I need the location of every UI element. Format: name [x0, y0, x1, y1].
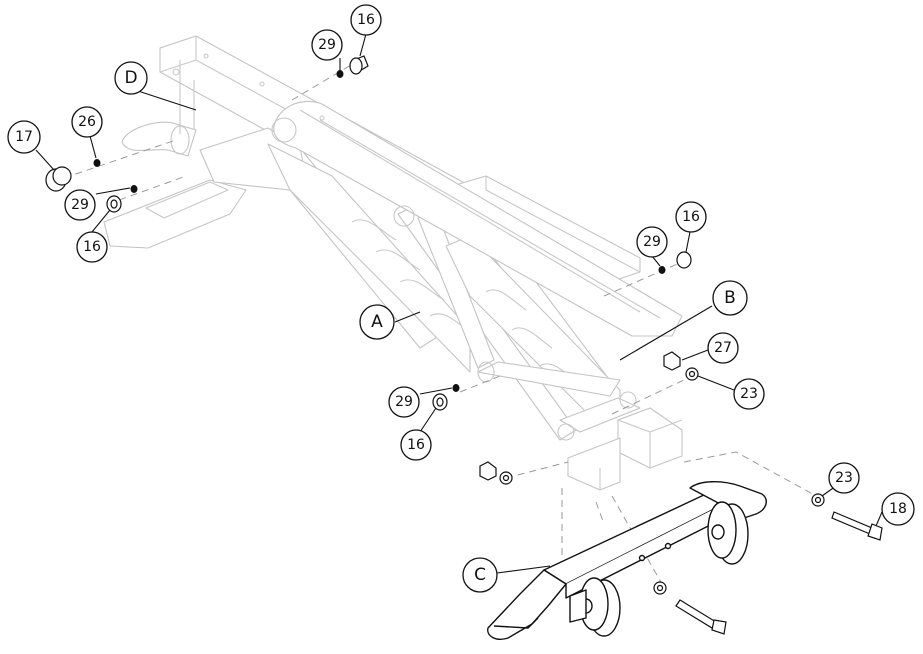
callout-26: 26 — [71, 106, 103, 138]
callout-16-left-text: 16 — [83, 239, 101, 255]
callout-29-mid-text: 29 — [395, 394, 413, 410]
assembly-label-c-text: C — [474, 565, 486, 585]
callout-26-text: 26 — [78, 114, 96, 130]
hardware-items — [45, 55, 883, 635]
assembly-label-a: A — [359, 304, 395, 340]
assembly-label-c: C — [462, 557, 498, 593]
callout-29-top-text: 29 — [318, 37, 336, 53]
callout-17: 17 — [7, 120, 41, 154]
callout-16-right-text: 16 — [682, 209, 700, 225]
caster-assembly-c — [487, 481, 767, 640]
callout-18: 18 — [881, 492, 915, 526]
callout-23-right: 23 — [828, 462, 860, 494]
callout-29-mid: 29 — [388, 386, 420, 418]
callout-23-mid-text: 23 — [740, 386, 758, 402]
callout-27: 27 — [707, 332, 739, 364]
callout-16-top: 16 — [350, 4, 382, 36]
callout-29-right-text: 29 — [643, 234, 661, 250]
assembly-label-d-text: D — [124, 68, 137, 88]
assembly-label-a-text: A — [371, 312, 383, 332]
callout-29-left-text: 29 — [71, 197, 89, 213]
callout-29-right: 29 — [636, 226, 668, 258]
callout-16-right: 16 — [675, 201, 707, 233]
assembly-center-lines — [63, 61, 821, 585]
callout-29-top: 29 — [311, 29, 343, 61]
callout-16-top-text: 16 — [357, 12, 375, 28]
callout-23-mid: 23 — [733, 378, 765, 410]
callout-29-left: 29 — [64, 189, 96, 221]
callout-27-text: 27 — [714, 340, 732, 356]
callout-17-text: 17 — [15, 129, 33, 145]
callout-18-text: 18 — [889, 501, 907, 517]
assembly-label-b: B — [712, 280, 748, 316]
frame-a-assembly — [103, 35, 683, 491]
assembly-label-d: D — [114, 61, 148, 95]
callout-23-right-text: 23 — [835, 470, 853, 486]
assembly-label-b-text: B — [724, 288, 736, 308]
callout-16-left: 16 — [76, 231, 108, 263]
callout-16-mid: 16 — [400, 429, 432, 461]
callout-16-mid-text: 16 — [407, 437, 425, 453]
